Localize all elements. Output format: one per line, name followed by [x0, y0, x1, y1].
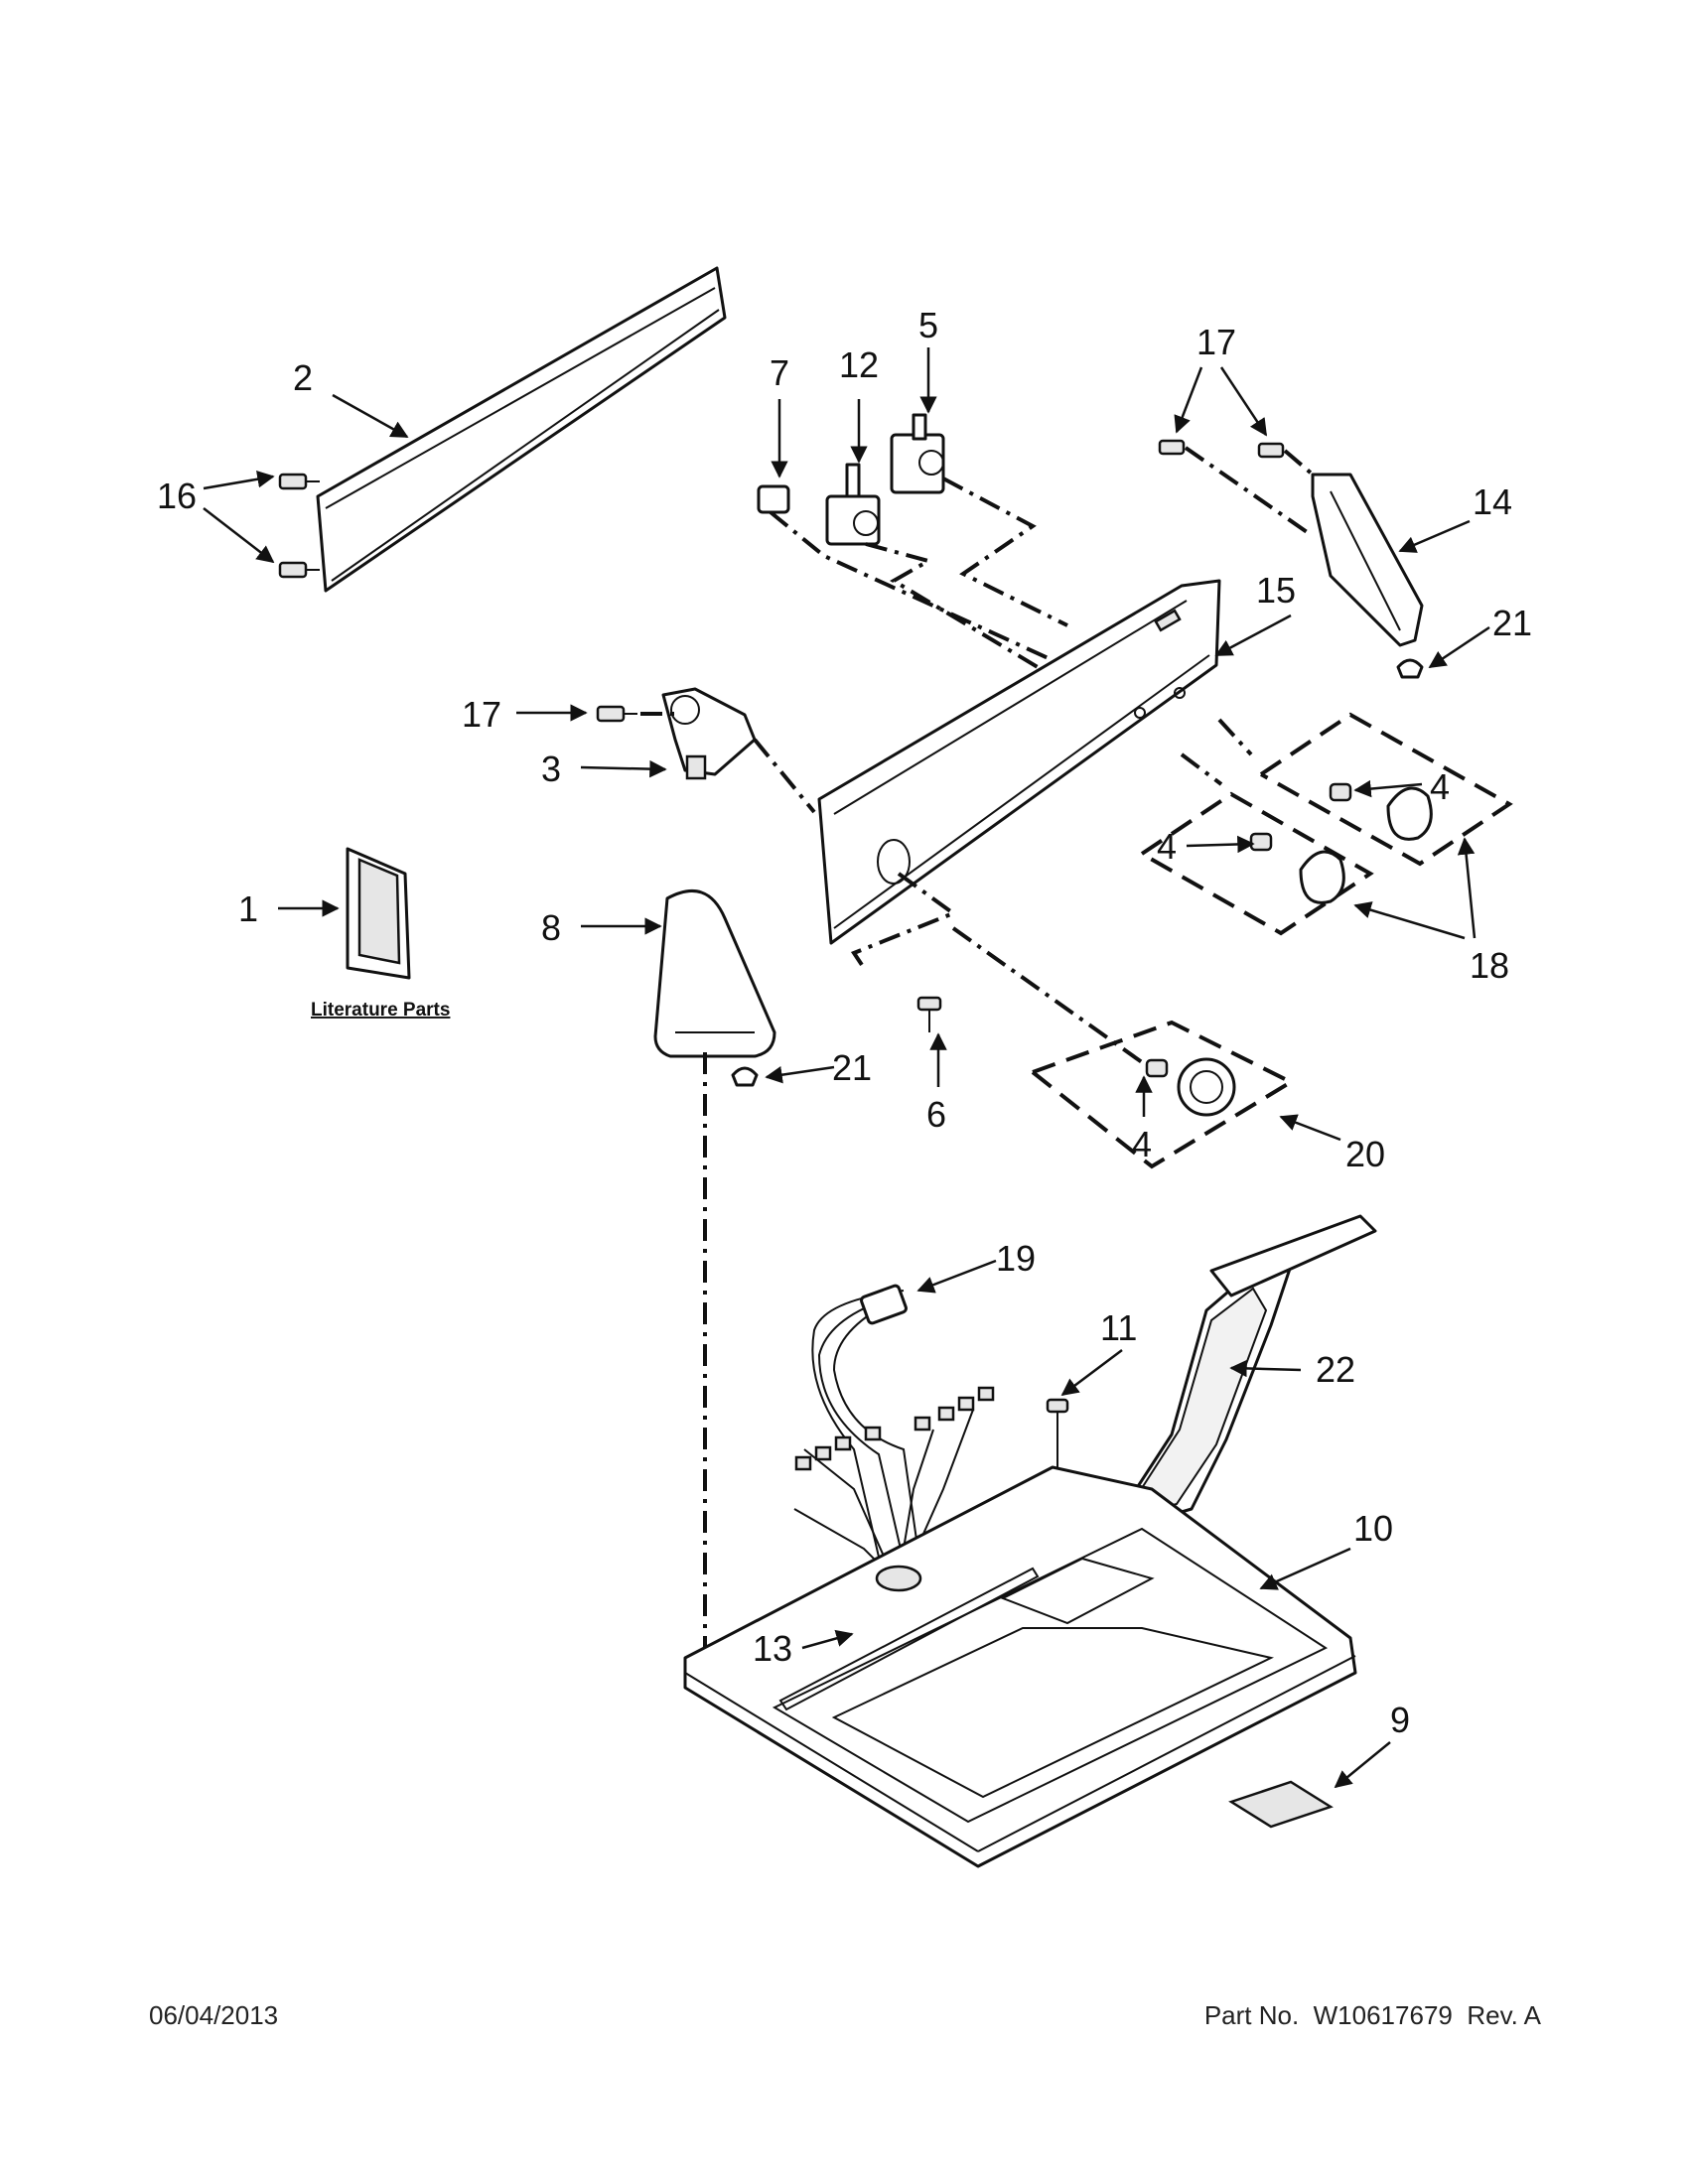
switch-7-part — [757, 484, 790, 514]
clip-21-left — [731, 1066, 759, 1087]
callout-4-bottom: 4 — [1132, 1124, 1152, 1164]
knob-top-right — [1329, 782, 1433, 841]
footer-date: 06/04/2013 — [149, 2000, 279, 2030]
screw-6 — [916, 996, 942, 1032]
callout-20: 20 — [1345, 1134, 1385, 1174]
callout-21-left: 21 — [832, 1047, 872, 1088]
callout-12: 12 — [839, 344, 879, 385]
lint-duct-22-part — [1105, 1214, 1377, 1536]
top-panel-10-part — [683, 1465, 1357, 1868]
rear-panel-part — [316, 266, 727, 593]
callout-4-top: 4 — [1430, 766, 1450, 807]
footer-part-number: Part No. W10617679 Rev. A — [1204, 2000, 1541, 2031]
callout-21-right: 21 — [1492, 603, 1532, 643]
callout-5: 5 — [918, 305, 938, 345]
callout-16: 16 — [157, 476, 197, 516]
clip-21-top — [1396, 658, 1424, 679]
callout-7: 7 — [770, 352, 789, 393]
callout-22: 22 — [1316, 1349, 1355, 1390]
part-number: W10617679 — [1313, 2000, 1453, 2030]
knob-20-part — [1145, 1057, 1236, 1117]
literature-parts-label: Literature Parts — [311, 1000, 450, 1021]
switch-5-part — [890, 413, 945, 494]
callout-3: 3 — [541, 749, 561, 789]
screw-11 — [1046, 1398, 1069, 1469]
end-cap-8-part — [653, 889, 776, 1058]
callout-1: 1 — [238, 888, 258, 929]
screw-16-top — [278, 473, 320, 490]
callout-19: 19 — [996, 1238, 1036, 1279]
switch-12-part — [825, 463, 881, 546]
callout-15: 15 — [1256, 570, 1296, 611]
callout-17-left: 17 — [462, 694, 501, 735]
callout-9: 9 — [1390, 1700, 1410, 1740]
callout-4-mid: 4 — [1157, 826, 1177, 867]
bracket-3-part — [661, 687, 757, 780]
screw-16-bottom — [278, 561, 320, 579]
revision: Rev. A — [1467, 2000, 1541, 2030]
knob-top-left — [1249, 832, 1345, 904]
part-label: Part No. — [1203, 2000, 1300, 2030]
screw-17-left — [596, 705, 637, 723]
callout-10: 10 — [1353, 1508, 1393, 1549]
literature-part — [346, 847, 411, 980]
callout-17-right: 17 — [1196, 322, 1236, 362]
callout-11: 11 — [1100, 1307, 1137, 1348]
callout-13: 13 — [753, 1628, 792, 1669]
callout-18: 18 — [1470, 945, 1509, 986]
strip-13-part — [778, 1567, 1040, 1711]
callout-2: 2 — [293, 357, 313, 398]
screw-17-right-a — [1158, 439, 1186, 456]
callout-6: 6 — [926, 1094, 946, 1135]
callout-14: 14 — [1473, 481, 1512, 522]
console-panel-part — [817, 579, 1221, 945]
end-cap-14-part — [1311, 473, 1424, 647]
callout-8: 8 — [541, 907, 561, 948]
label-9-part — [1228, 1780, 1334, 1829]
screw-17-right-b — [1257, 442, 1285, 459]
